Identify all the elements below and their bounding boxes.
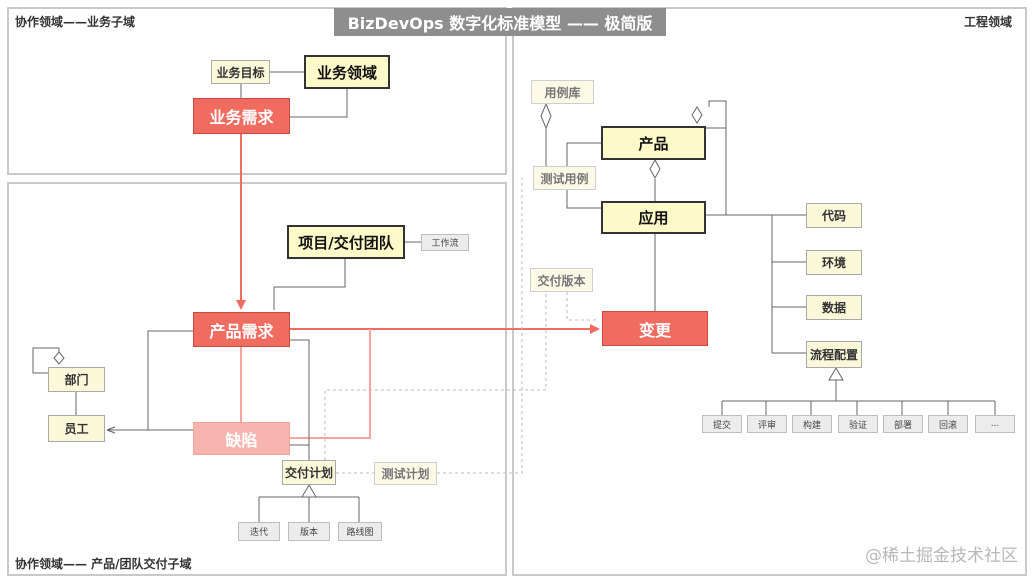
node-environment[interactable]: 环境 bbox=[806, 250, 862, 275]
node-use-case-library[interactable]: 用例库 bbox=[531, 80, 594, 104]
page-title: BizDevOps 数字化标准模型 —— 极简版 bbox=[334, 8, 666, 36]
node-test-case[interactable]: 测试用例 bbox=[533, 166, 596, 190]
node-defect[interactable]: 缺陷 bbox=[193, 422, 290, 455]
watermark: @稀土掘金技术社区 bbox=[865, 546, 1018, 566]
node-business-goal[interactable]: 业务目标 bbox=[211, 60, 270, 84]
product-team-subdomain-label: 协作领域—— 产品/团队交付子域 bbox=[15, 557, 192, 571]
node-change[interactable]: 变更 bbox=[602, 311, 708, 346]
node-business-requirement[interactable]: 业务需求 bbox=[193, 98, 290, 134]
node-iteration[interactable]: 迭代 bbox=[238, 522, 280, 541]
node-product[interactable]: 产品 bbox=[601, 126, 706, 160]
node-project-team[interactable]: 项目/交付团队 bbox=[287, 225, 405, 259]
node-step-verify[interactable]: 验证 bbox=[838, 415, 878, 433]
node-test-plan[interactable]: 测试计划 bbox=[374, 462, 437, 485]
engineering-domain-region bbox=[512, 7, 1027, 576]
node-step-more[interactable]: ... bbox=[975, 415, 1015, 433]
node-version[interactable]: 版本 bbox=[288, 522, 330, 541]
node-department[interactable]: 部门 bbox=[48, 367, 105, 392]
business-subdomain-label: 协作领域——业务子域 bbox=[15, 15, 136, 29]
node-step-rollback[interactable]: 回滚 bbox=[928, 415, 968, 433]
node-step-build[interactable]: 构建 bbox=[792, 415, 832, 433]
node-code[interactable]: 代码 bbox=[806, 203, 862, 228]
node-roadmap[interactable]: 路线图 bbox=[338, 522, 382, 541]
node-delivery-version[interactable]: 交付版本 bbox=[530, 268, 593, 292]
engineering-domain-label: 工程领域 bbox=[963, 15, 1012, 29]
node-delivery-plan[interactable]: 交付计划 bbox=[282, 460, 336, 485]
node-data[interactable]: 数据 bbox=[806, 295, 862, 320]
node-product-requirement[interactable]: 产品需求 bbox=[193, 312, 290, 347]
node-employee[interactable]: 员工 bbox=[48, 415, 105, 442]
node-business-domain[interactable]: 业务领域 bbox=[304, 55, 390, 89]
node-pipeline-config[interactable]: 流程配置 bbox=[806, 341, 862, 368]
node-application[interactable]: 应用 bbox=[601, 201, 706, 234]
node-step-review[interactable]: 评审 bbox=[747, 415, 787, 433]
node-step-deploy[interactable]: 部署 bbox=[883, 415, 923, 433]
node-workflow[interactable]: 工作流 bbox=[421, 234, 469, 251]
node-step-commit[interactable]: 提交 bbox=[702, 415, 742, 433]
